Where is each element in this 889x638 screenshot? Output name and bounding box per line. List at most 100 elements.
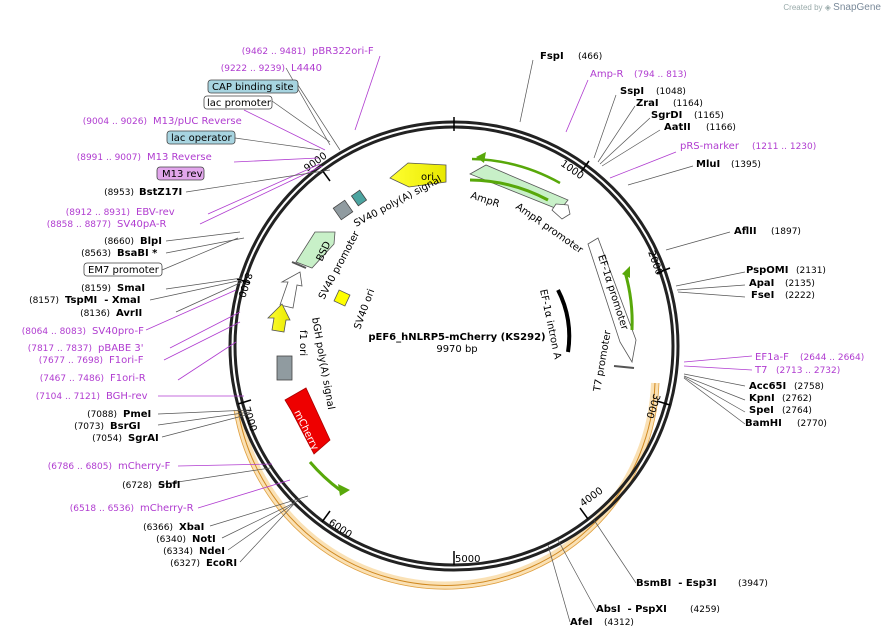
ori-label: ori xyxy=(421,172,434,183)
tick-5000: 5000 xyxy=(455,554,480,565)
snapgene-logo-icon: ◈ xyxy=(824,3,831,12)
enzyme-bsabi: BsaBI * xyxy=(117,248,158,259)
enzyme-ecori: EcoRI xyxy=(206,558,237,569)
svg-text:(1165): (1165) xyxy=(694,111,724,121)
enzyme-bsrgi: BsrGI xyxy=(110,421,140,432)
enzyme-sgrdi: SgrDI xyxy=(651,110,682,121)
ef1a-intron-feature xyxy=(556,289,572,353)
svg-text:(2770): (2770) xyxy=(797,419,827,429)
svg-text:(6366): (6366) xyxy=(143,523,173,533)
lac-operator-label: lac operator xyxy=(171,133,232,144)
svg-text:(466): (466) xyxy=(578,52,602,62)
enzymes-right: FspI(466) SspI(1048) ZraI(1164) SgrDI(11… xyxy=(540,51,827,628)
mcherry-feature xyxy=(284,387,331,455)
svg-text:(2131): (2131) xyxy=(796,266,826,276)
svg-text:(6518 .. 6536): (6518 .. 6536) xyxy=(70,504,134,514)
enzymes-left: (8953)BstZ17I (8660)BlpI (8563)BsaBI * (… xyxy=(29,187,237,569)
t7-promoter-label: T7 promoter xyxy=(592,329,614,394)
primer-f1ori-r: F1ori-R xyxy=(110,373,146,384)
enzyme-kpni: KpnI xyxy=(749,393,775,404)
primer-pbabe-3: pBABE 3' xyxy=(98,343,144,354)
enzyme-zrai: ZraI xyxy=(636,98,659,109)
svg-text:(7817 .. 7837): (7817 .. 7837) xyxy=(28,344,92,354)
svg-text:(8157): (8157) xyxy=(29,296,59,306)
primer-m13-puc-reverse: M13/pUC Reverse xyxy=(153,116,242,127)
svg-text:(1211 .. 1230): (1211 .. 1230) xyxy=(752,142,816,152)
enzyme-afei: AfeI xyxy=(570,617,593,628)
enzyme-fspi: FspI xyxy=(540,51,564,62)
primers-right: Amp-R (794 .. 813) pRS-marker (1211 .. 123… xyxy=(590,69,864,376)
svg-text:(8159): (8159) xyxy=(81,284,111,294)
lac-promoter-label: lac promoter xyxy=(207,98,272,109)
svg-text:(2713 .. 2732): (2713 .. 2732) xyxy=(776,366,840,376)
svg-text:(9004 .. 9026): (9004 .. 9026) xyxy=(83,117,147,127)
sv40-ori-label: SV40 ori xyxy=(352,288,377,331)
enzyme-mlui: MluI xyxy=(696,159,720,170)
svg-text:(794 .. 813): (794 .. 813) xyxy=(634,70,687,80)
primer-l4440: L4440 xyxy=(291,63,322,74)
svg-text:(1048): (1048) xyxy=(656,87,686,97)
cap-binding-site-label: CAP binding site xyxy=(212,82,294,93)
svg-text:(6786 .. 6805): (6786 .. 6805) xyxy=(48,462,112,472)
svg-text:(4312): (4312) xyxy=(604,618,634,628)
primer-sv40pro-f: SV40pro-F xyxy=(92,326,144,337)
svg-text:(8858 .. 8877): (8858 .. 8877) xyxy=(47,220,111,230)
svg-text:(8563): (8563) xyxy=(81,249,111,259)
svg-text:(7073): (7073) xyxy=(74,422,104,432)
f1-ori-label: f1 ori xyxy=(297,330,308,356)
m13-rev-label: M13 rev xyxy=(162,169,203,180)
svg-text:(2764): (2764) xyxy=(782,406,812,416)
bgh-polya-feature xyxy=(276,355,293,381)
enzyme-tspmi: TspMI - XmaI xyxy=(65,295,140,306)
svg-text:(7088): (7088) xyxy=(87,410,117,420)
tick-2000: 2000 xyxy=(645,249,664,277)
em7-promoter-label: EM7 promoter xyxy=(88,265,160,276)
enzyme-aflii: AflII xyxy=(734,226,757,237)
svg-text:(3947): (3947) xyxy=(738,579,768,589)
tick-marks xyxy=(236,117,671,565)
svg-text:(8660): (8660) xyxy=(104,237,134,247)
primer-ef1a-f: EF1a-F xyxy=(755,352,789,363)
enzyme-avrii: AvrII xyxy=(116,308,142,319)
enzyme-spei: SpeI xyxy=(749,405,774,416)
svg-text:(1164): (1164) xyxy=(673,99,703,109)
primer-sv40pa-r: SV40pA-R xyxy=(117,219,166,230)
primer-prs-marker: pRS-marker xyxy=(680,141,740,152)
tick-3000: 3000 xyxy=(643,392,661,420)
f1-ori-feature xyxy=(267,303,291,333)
plasmid-name: pEF6_hNLRP5-mCherry (KS292) xyxy=(368,332,545,343)
svg-text:(7677 .. 7698): (7677 .. 7698) xyxy=(39,356,103,366)
enzyme-bsmbi: BsmBI - Esp3I xyxy=(636,578,717,589)
enzyme-apai: ApaI xyxy=(749,278,774,289)
svg-text:(6340): (6340) xyxy=(156,535,186,545)
enzyme-noti: NotI xyxy=(192,534,216,545)
enzyme-connectors-left xyxy=(149,67,341,563)
enzyme-absi: AbsI - PspXI xyxy=(596,604,667,615)
svg-text:(2762): (2762) xyxy=(782,394,812,404)
svg-text:(4259): (4259) xyxy=(690,605,720,615)
svg-text:(2135): (2135) xyxy=(785,279,815,289)
sv40-ori-feature xyxy=(333,289,351,307)
primer-mcherry-r: mCherry-R xyxy=(140,503,194,514)
primer-f1ori-f: F1ori-F xyxy=(109,355,144,366)
sv40-polya-feature xyxy=(332,199,354,221)
primer-bgh-rev: BGH-rev xyxy=(106,391,148,402)
svg-text:(7054): (7054) xyxy=(92,434,122,444)
svg-text:(6334): (6334) xyxy=(163,547,193,557)
enzyme-bstz17i: BstZ17I xyxy=(139,187,182,198)
enzyme-fsei: FseI xyxy=(751,290,774,301)
ori-feature xyxy=(389,162,447,188)
primer-m13-reverse: M13 Reverse xyxy=(147,152,212,163)
ef1a-intron-label: EF-1α intron A xyxy=(537,288,563,360)
svg-text:(8953): (8953) xyxy=(104,188,134,198)
primer-connectors xyxy=(145,55,753,509)
primer-amp-r: Amp-R xyxy=(590,69,624,80)
enzyme-acc65i: Acc65I xyxy=(749,381,786,392)
boxed-features: CAP binding site lac promoter lac operat… xyxy=(83,79,299,277)
primer-mcherry-f: mCherry-F xyxy=(118,461,171,472)
svg-text:(6327): (6327) xyxy=(170,559,200,569)
primer-t7: T7 xyxy=(754,365,767,376)
enzyme-ndei: NdeI xyxy=(199,546,225,557)
enzyme-connectors-right xyxy=(519,59,746,623)
